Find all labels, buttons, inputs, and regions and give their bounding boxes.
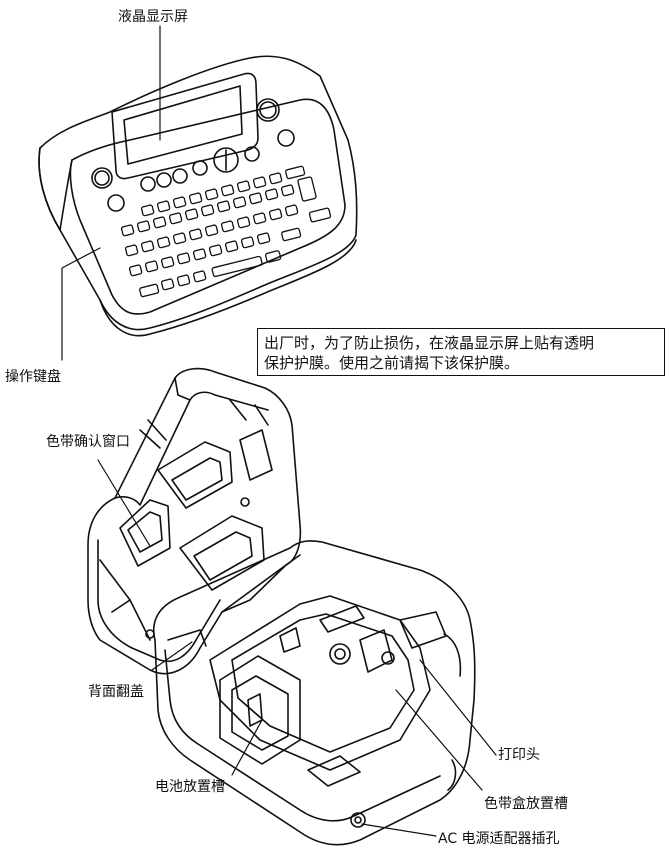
ac-jack [350,812,366,828]
note-line-2: 保护护膜。使用之前请揭下该保护膜。 [264,354,520,372]
label-back-cover: 背面翻盖 [88,684,144,700]
label-tape-window: 色带确认窗口 [46,434,130,450]
label-battery-compartment: 电池放置槽 [155,779,225,795]
back-cover [87,367,302,675]
note-line-1: 出厂时，为了防止损伤，在液晶显示屏上贴有透明 [264,334,595,352]
label-tape-compartment: 色带盒放置槽 [484,796,568,812]
main-body [153,540,476,846]
tape-compartment-outline [209,595,431,771]
round-buttons [91,98,295,212]
bottom-leader-lines [97,459,497,837]
battery-compartment [219,655,301,765]
label-keyboard: 操作键盘 [5,369,61,385]
protective-film-note: 出厂时，为了防止损伤，在液晶显示屏上贴有透明 保护护膜。使用之前请揭下该保护膜。 [257,328,665,376]
label-print-head: 打印头 [498,747,540,763]
top-leader-lines [61,25,161,361]
printer-top-view [38,55,358,337]
lcd-screen [123,85,243,165]
label-ac-jack: AC 电源适配器插孔 [438,831,560,847]
label-lcd: 液晶显示屏 [118,9,188,25]
lcd-housing [111,72,259,180]
keyboard-keys [120,165,332,298]
printer-open-view [87,367,476,846]
